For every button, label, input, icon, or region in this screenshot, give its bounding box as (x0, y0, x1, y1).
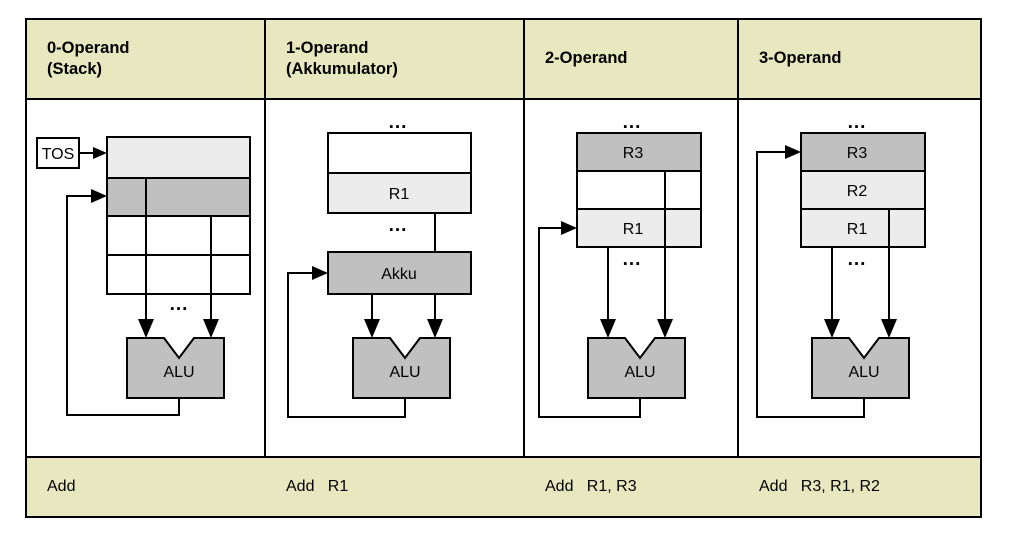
column-divider-3 (737, 20, 739, 516)
operand-arrow-left (824, 319, 840, 338)
alu-block: ALU (126, 337, 225, 399)
accumulator-label: Akku (381, 266, 417, 283)
header-title-line2: (Stack) (47, 60, 103, 78)
feedback-wire (756, 151, 865, 418)
tos-arrow-head (93, 147, 107, 159)
tos-label: TOS (42, 146, 75, 163)
instruction-cell-1-operand: Add R1 (286, 478, 349, 495)
ellipsis-bottom: ... (389, 215, 408, 236)
alu-block: ALU (352, 337, 451, 399)
ellipsis-bottom: ... (170, 294, 189, 315)
ellipsis-bottom: ... (623, 249, 642, 270)
instruction-cell-3-operand: Add R3, R1, R2 (759, 478, 880, 495)
panel-1-operand: ... R1 ... Akku (266, 100, 523, 460)
alu-block: ALU (811, 337, 910, 399)
alu-label: ALU (848, 364, 879, 381)
operand-arrow-left (138, 319, 154, 338)
ellipsis-top: ... (623, 112, 642, 133)
feedback-arrow-head (91, 189, 107, 203)
feedback-arrow-head (785, 145, 801, 159)
stack-machine-drawing: TOS ... (36, 136, 251, 416)
register-cell-0 (576, 132, 702, 172)
alu-label: ALU (624, 364, 655, 381)
memory-cell-1 (106, 177, 251, 217)
table-footer-row: Add Add R1 Add R1, R3 Add R3, R1, R2 (27, 456, 980, 516)
register-cell-0-label: R3 (847, 145, 868, 162)
operand-bus-left (364, 294, 380, 338)
panel-2-operand: ... R3 R1 ... (525, 100, 737, 460)
header-cell-2-operand: 2-Operand (525, 20, 737, 98)
operand-bus (138, 178, 219, 338)
alu-shape (587, 337, 686, 399)
comparison-table: 0-Operand (Stack) 1-Operand (Akkumulator… (25, 18, 982, 518)
header-title-line2: (Akkumulator) (286, 60, 398, 78)
register-cell-0-label: R3 (623, 145, 644, 162)
memory-stack: R1 (327, 132, 472, 214)
feedback-wire (538, 227, 641, 418)
header-title-line1: 2-Operand (545, 49, 628, 68)
memory-cell-2 (106, 215, 251, 256)
three-operand-machine-drawing: ... R3 R2 R1 ... (756, 112, 926, 418)
header-title-line1: 3-Operand (759, 49, 842, 68)
operand-arrow-left (600, 319, 616, 338)
memory-cell-0 (327, 132, 472, 174)
operand-arrow-right (657, 319, 673, 338)
header-title-line1: 0-Operand (47, 38, 130, 57)
instruction-cell-0-operand: Add (47, 478, 76, 495)
panel-3-operand: ... R3 R2 R1 ... (739, 100, 980, 460)
operand-arrow-right (203, 319, 219, 338)
memory-stack (106, 136, 251, 295)
ellipsis-top: ... (848, 112, 867, 133)
operand-arrow-left (364, 319, 380, 338)
register-cell-1 (576, 170, 702, 210)
alu-shape (811, 337, 910, 399)
header-cell-1-operand: 1-Operand (Akkumulator) (266, 20, 523, 98)
register-cell-1-label: R2 (847, 183, 868, 200)
result-feedback-path (66, 189, 180, 416)
two-operand-machine-drawing: ... R3 R1 ... (538, 112, 702, 418)
column-divider-2 (523, 20, 525, 516)
feedback-arrow-head (561, 221, 577, 235)
alu-shape (126, 337, 225, 399)
alu-block: ALU (587, 337, 686, 399)
alu-shape (352, 337, 451, 399)
register-cell-1 (800, 170, 926, 210)
feedback-wire (287, 272, 406, 418)
register-file: R3 R1 (576, 132, 702, 248)
register-cell-2 (800, 208, 926, 248)
register-cell-2-label: R1 (847, 221, 868, 238)
alu-label: ALU (389, 364, 420, 381)
alu-label: ALU (163, 364, 194, 381)
accumulator-machine-drawing: ... R1 ... Akku (287, 112, 472, 418)
result-feedback-path (287, 266, 406, 418)
feedback-arrow-head (312, 266, 328, 280)
register-cell-0 (800, 132, 926, 172)
result-feedback-path (538, 221, 641, 418)
result-feedback-path (756, 145, 865, 418)
header-cell-3-operand: 3-Operand (739, 20, 980, 98)
tos-pointer: TOS (36, 137, 107, 169)
header-cell-0-operand: 0-Operand (Stack) (27, 20, 264, 98)
header-title-line1: 1-Operand (286, 38, 369, 57)
instruction-cell-2-operand: Add R1, R3 (545, 478, 637, 495)
accumulator-block: Akku (327, 251, 472, 295)
operand-arrow-right (881, 319, 897, 338)
column-divider-1 (264, 20, 266, 516)
operand-arrow-right (427, 319, 443, 338)
register-file: R3 R2 R1 (800, 132, 926, 248)
diagram-body: TOS ... (27, 100, 980, 460)
ellipsis-bottom: ... (848, 249, 867, 270)
panel-0-operand: TOS ... (27, 100, 264, 460)
operand-bus (824, 209, 897, 338)
register-cell-2-label: R1 (623, 221, 644, 238)
memory-cell-1 (327, 172, 472, 214)
memory-cell-1-label: R1 (389, 186, 410, 203)
memory-cell-3 (106, 254, 251, 295)
memory-cell-0 (106, 136, 251, 179)
table-header-row: 0-Operand (Stack) 1-Operand (Akkumulator… (27, 20, 980, 100)
feedback-wire (66, 195, 180, 416)
ellipsis-top: ... (389, 112, 408, 133)
operand-bus (600, 171, 673, 338)
